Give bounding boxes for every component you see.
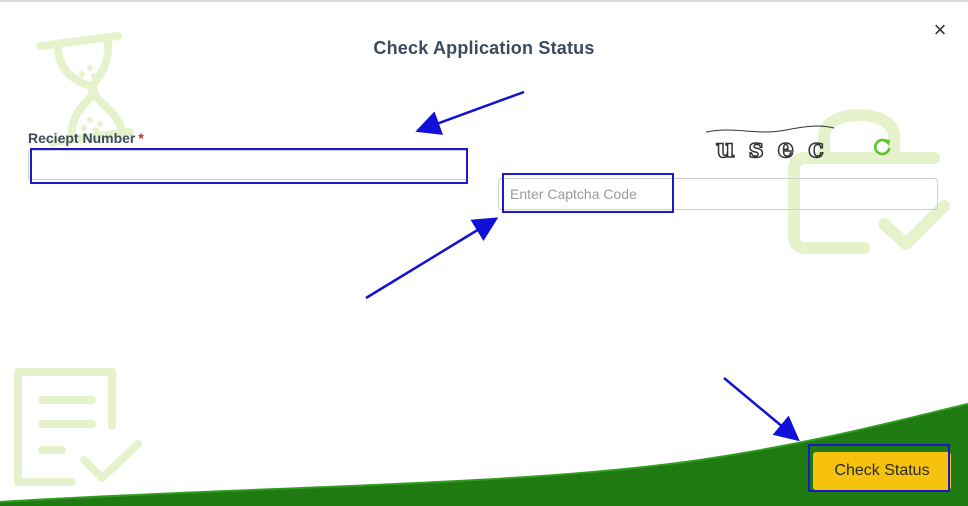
receipt-number-input[interactable] (28, 150, 468, 180)
modal-top-border (0, 0, 968, 2)
document-check-icon (14, 368, 142, 486)
captcha-input[interactable] (498, 178, 938, 210)
required-mark: * (138, 130, 144, 146)
arrow-to-captcha (365, 217, 499, 300)
receipt-number-label-text: Reciept Number (28, 130, 136, 146)
receipt-number-label: Reciept Number* (28, 130, 144, 146)
check-status-button[interactable]: Check Status (813, 452, 951, 490)
refresh-icon[interactable] (871, 136, 893, 158)
lock-check-icon (788, 109, 950, 254)
close-icon[interactable]: × (933, 17, 947, 42)
captcha-text: usec (715, 133, 838, 165)
modal-title: Check Application Status (373, 38, 595, 58)
hourglass-icon (36, 32, 134, 146)
captcha-image (706, 125, 835, 133)
footer-wave (0, 403, 968, 506)
arrow-to-receipt (415, 90, 525, 135)
